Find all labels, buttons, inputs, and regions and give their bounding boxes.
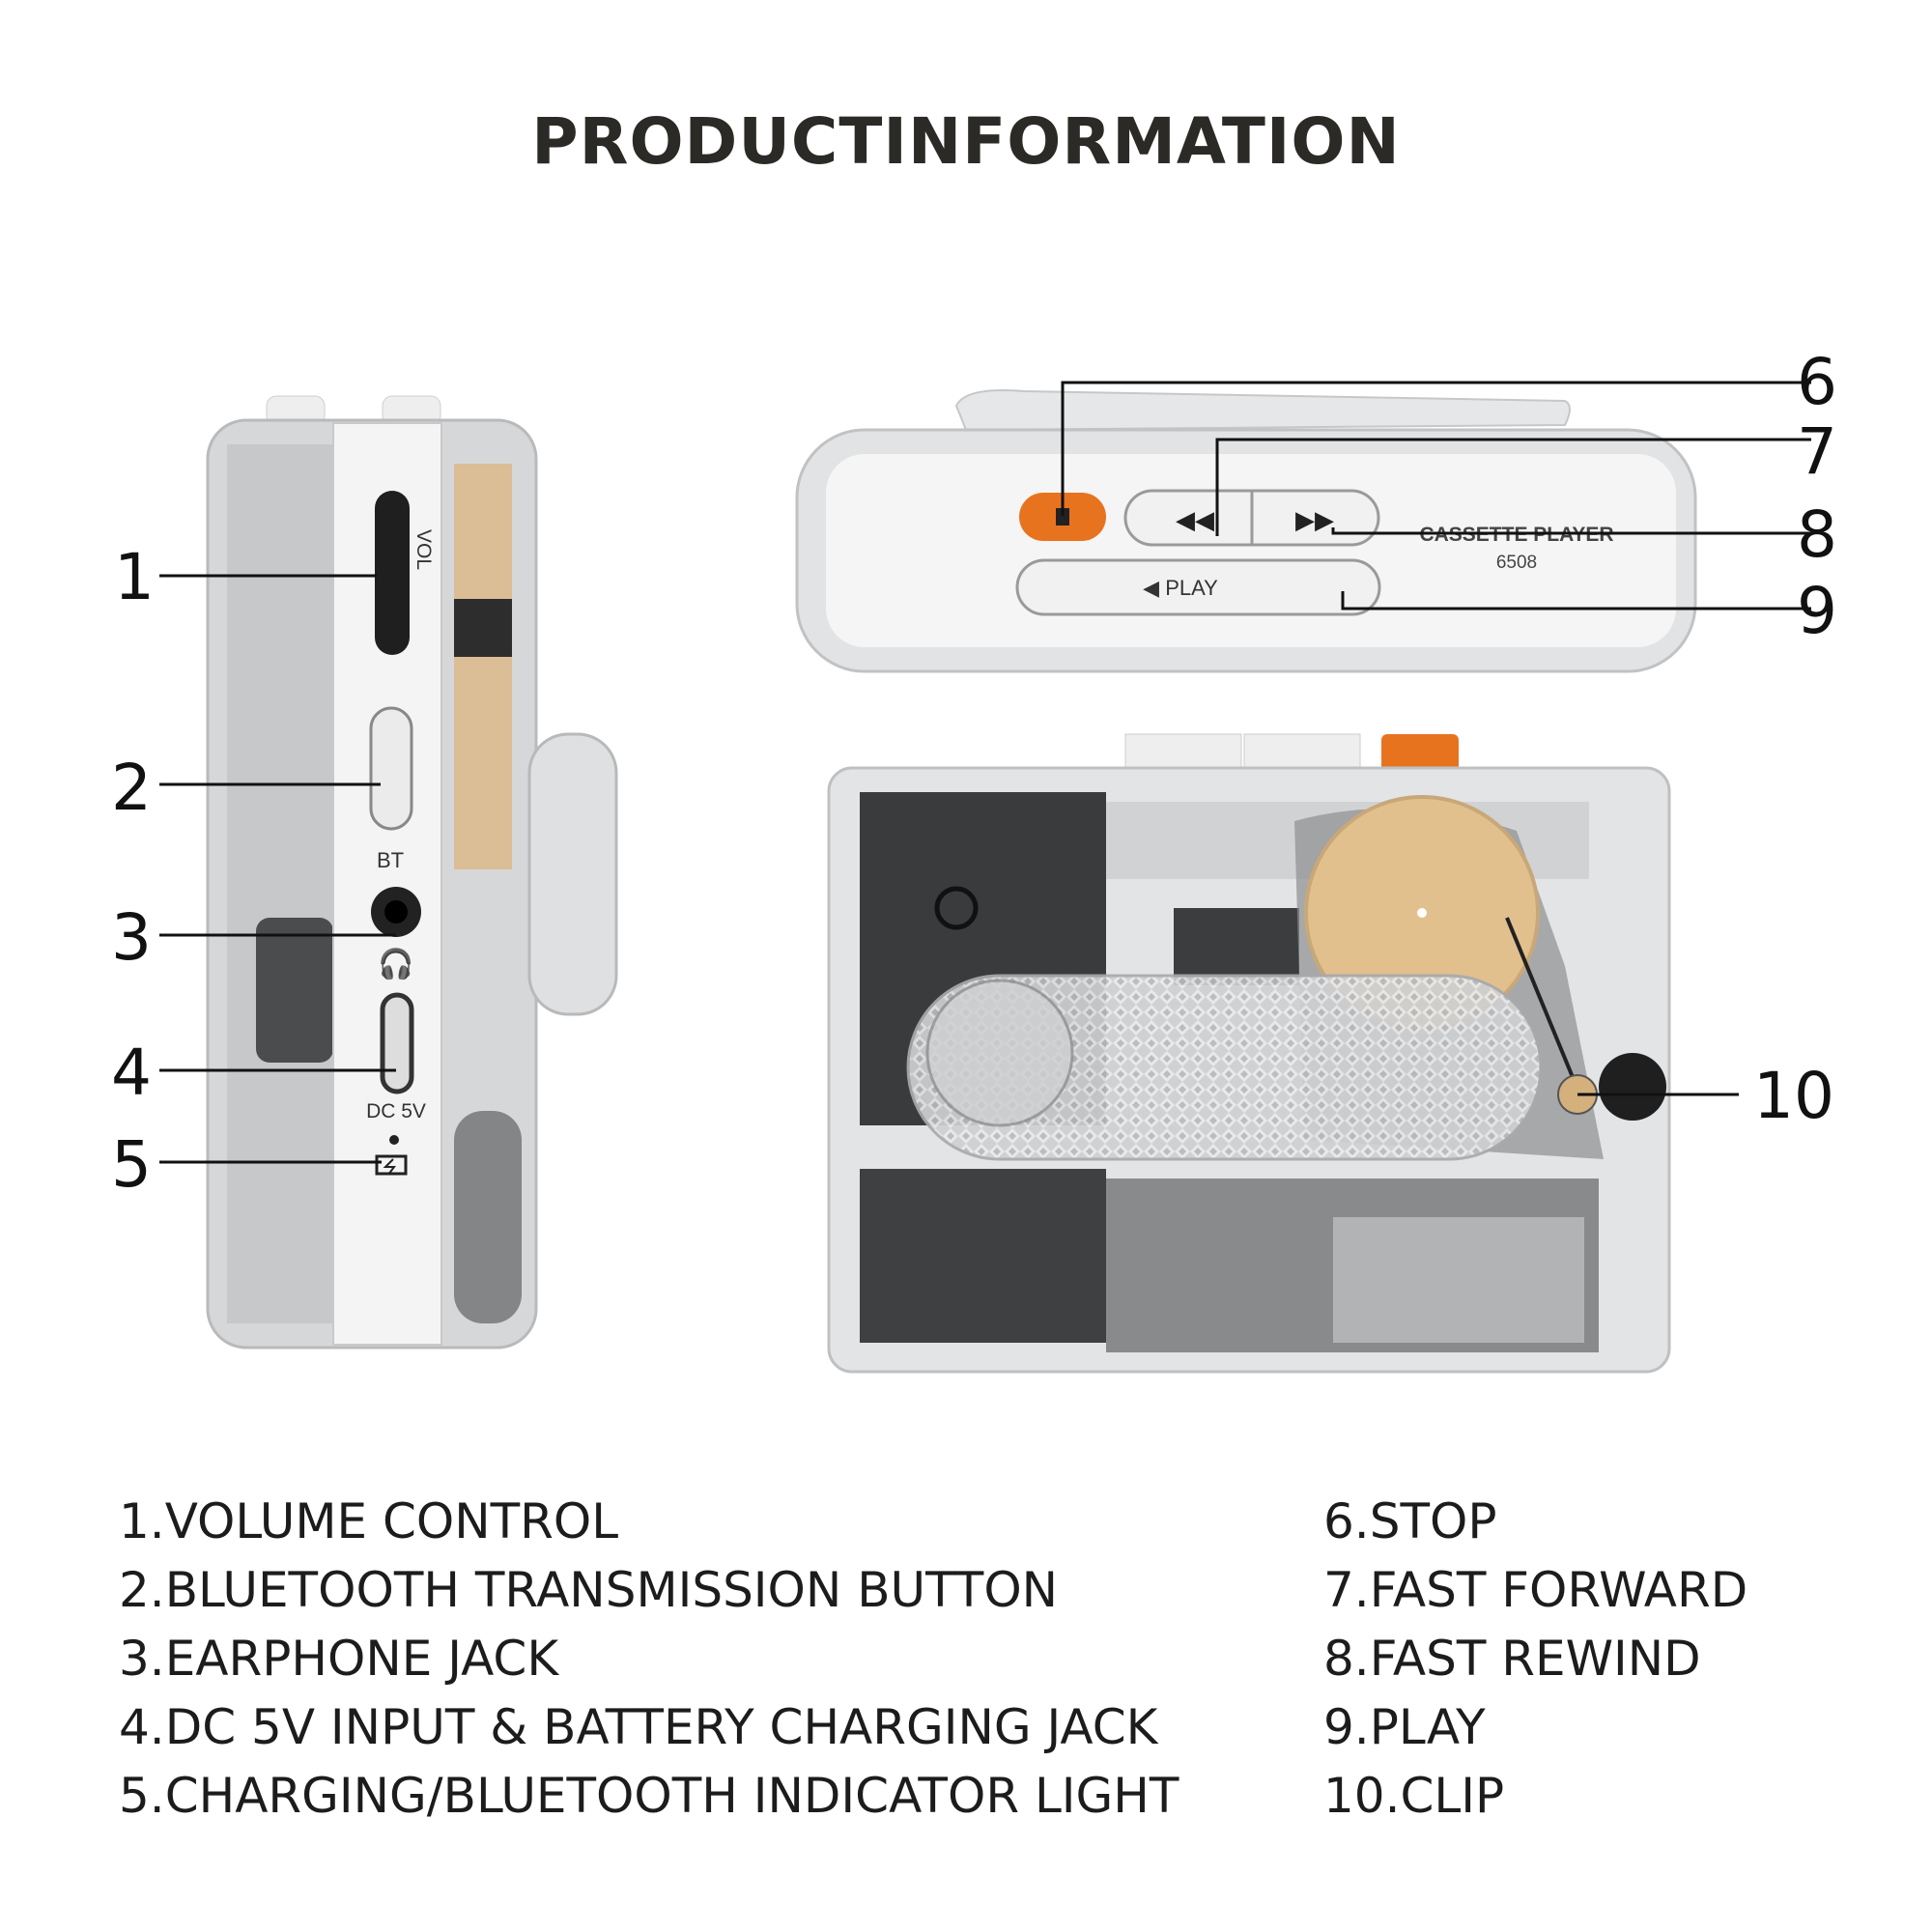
rewind-icon: ◀◀	[1176, 505, 1214, 534]
legend-item-9: 9.PLAY	[1323, 1699, 1486, 1755]
legend-item-4: 4.DC 5V INPUT & BATTERY CHARGING JACK	[119, 1699, 1158, 1755]
dc-label: DC 5V	[366, 1100, 426, 1122]
legend-item-6: 6.STOP	[1323, 1493, 1497, 1549]
callout-numbers: 1 2 3 4 5 6 7 8 9 10	[111, 345, 1837, 1202]
legend-item-7: 7.FAST FORWARD	[1323, 1562, 1748, 1618]
callout-2: 2	[111, 751, 152, 825]
callout-7: 7	[1797, 414, 1837, 489]
page-title: PRODUCTINFORMATION	[531, 104, 1401, 179]
stop-button-front	[1381, 734, 1459, 773]
headphone-icon: 🎧	[378, 947, 413, 980]
callout-1: 1	[114, 540, 155, 614]
callout-lines	[159, 381, 1811, 1164]
legend-item-2: 2.BLUETOOTH TRANSMISSION BUTTON	[119, 1562, 1059, 1618]
play-button[interactable]	[1015, 558, 1381, 616]
callout-9: 9	[1797, 574, 1837, 648]
bluetooth-button[interactable]	[369, 706, 413, 831]
product-figure: VOL BT 🎧 DC 5V ◀◀ ▶▶ CASSETTE PLAYER 650…	[111, 345, 1837, 1374]
play-label: ◀ PLAY	[1143, 576, 1218, 600]
bt-label: BT	[377, 848, 404, 872]
legend-right: 6.STOP 7.FAST FORWARD 8.FAST REWIND 9.PL…	[1323, 1488, 1747, 1831]
legend-item-10: 10.CLIP	[1323, 1768, 1505, 1824]
legend-item-5: 5.CHARGING/BLUETOOTH INDICATOR LIGHT	[119, 1768, 1179, 1824]
usb-c-port[interactable]	[380, 992, 414, 1094]
stop-icon	[1056, 508, 1069, 526]
volume-wheel[interactable]	[375, 491, 410, 655]
callout-10: 10	[1753, 1059, 1834, 1133]
callout-5: 5	[111, 1127, 152, 1202]
top-view-device: ◀◀ ▶▶ CASSETTE PLAYER 6508 ◀ PLAY	[795, 389, 1697, 673]
legend-left: 1.VOLUME CONTROL 2.BLUETOOTH TRANSMISSIO…	[119, 1488, 1179, 1831]
legend-item-1: 1.VOLUME CONTROL	[119, 1493, 619, 1549]
battery-icon	[375, 1154, 408, 1176]
legend-item-8: 8.FAST REWIND	[1323, 1631, 1701, 1687]
vol-label: VOL	[412, 529, 435, 570]
front-view-device	[827, 733, 1671, 1374]
model-label: 6508	[1496, 553, 1537, 573]
callout-3: 3	[111, 900, 152, 975]
legend-item-3: 3.EARPHONE JACK	[119, 1631, 559, 1687]
callout-4: 4	[111, 1036, 152, 1110]
fast-forward-icon: ▶▶	[1295, 505, 1334, 534]
side-view-device: VOL BT 🎧 DC 5V	[206, 395, 618, 1350]
callout-6: 6	[1797, 345, 1837, 419]
indicator-light	[389, 1135, 399, 1145]
callout-8: 8	[1797, 497, 1837, 572]
